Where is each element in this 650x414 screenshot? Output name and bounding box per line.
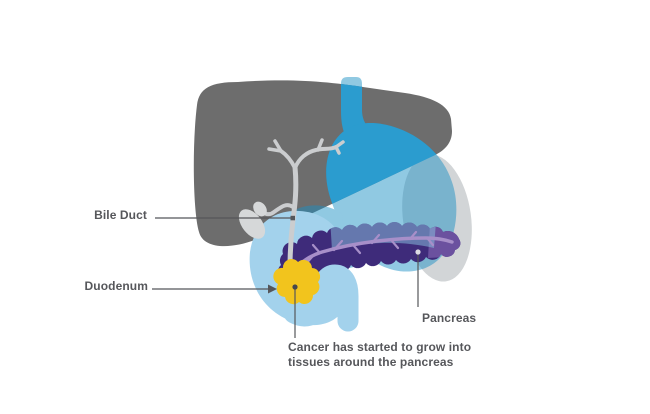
pancreas-leader-dot bbox=[415, 249, 421, 255]
pancreas-label: Pancreas bbox=[422, 311, 477, 325]
cancer-note-line1: Cancer has started to grow into bbox=[288, 340, 472, 354]
duodenum-leader-arrow bbox=[268, 284, 277, 294]
duodenum-hook-shape bbox=[283, 264, 359, 332]
cancer-leader-dot bbox=[292, 284, 298, 290]
bile-duct-label: Bile Duct bbox=[94, 208, 147, 222]
cancer-note: Cancer has started to grow into tissues … bbox=[288, 340, 488, 370]
duodenum-label: Duodenum bbox=[84, 279, 148, 293]
gallbladder-shape bbox=[238, 201, 267, 239]
bile-duct-leader-dot bbox=[290, 215, 295, 221]
stomach-over-pancreas-overlay bbox=[330, 221, 436, 250]
leader-lines bbox=[152, 217, 419, 338]
cancer-note-line2: tissues around the pancreas bbox=[288, 355, 454, 369]
cancer-shape bbox=[273, 258, 321, 305]
